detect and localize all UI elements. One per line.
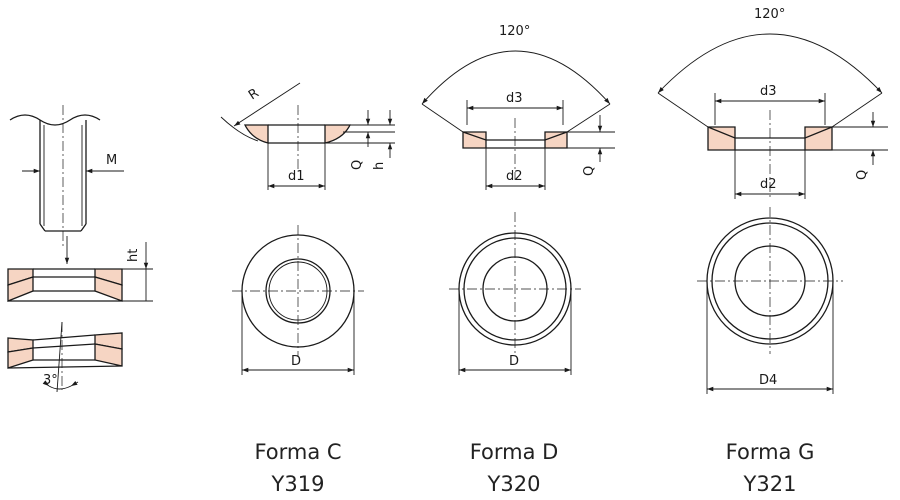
dim-120deg-label-g: 120° [754,7,785,22]
dim-3deg-label: 3° [43,373,58,388]
dim-d2-label-d: d2 [506,169,523,184]
dim-d3-label-d: d3 [506,91,523,106]
dim-R-label: R [246,86,262,104]
washer-pair-aligned [7,268,123,302]
dim-D-label-c: D [291,354,301,369]
break-line [9,114,101,126]
caption-form-code: Y321 [743,472,797,496]
forma-d-top-view: D [449,212,581,375]
caption-forma-d: Forma D Y320 [414,436,614,500]
dim-D4-label: D4 [759,373,777,388]
dim-Q-label-d: Q [582,166,597,176]
dim-D-label-d: D [509,354,519,369]
dim-d3-label-g: d3 [760,84,777,99]
forma-g-section: 120° d3 d2 Q [657,7,888,200]
dim-h-label: h [372,162,387,170]
dim-120deg-label-d: 120° [499,24,530,39]
forma-d-section: 120° d3 d2 Q [421,24,615,190]
forma-c-top-view: D [232,225,364,375]
caption-form-name: Forma C [254,440,342,464]
caption-forma-g: Forma G Y321 [670,436,870,500]
caption-form-name: Forma D [469,440,559,464]
dim-Q-label-g: Q [855,170,870,180]
washer-pair-tilted [7,321,123,393]
forma-c-section: R d1 Q h [220,82,395,190]
forma-g-top-view: D4 [697,207,843,394]
dim-d1-label: d1 [288,169,305,184]
caption-form-name: Forma G [725,440,815,464]
dim-d2-label-g: d2 [760,177,777,192]
caption-form-code: Y320 [487,472,541,496]
dim-Q-label-c: Q [350,160,365,170]
dim-M-label: M [106,153,117,168]
assembly-view: M ht [7,105,153,393]
caption-form-code: Y319 [271,472,325,496]
dim-ht-label: ht [126,249,141,262]
caption-forma-c: Forma C Y319 [198,436,398,500]
